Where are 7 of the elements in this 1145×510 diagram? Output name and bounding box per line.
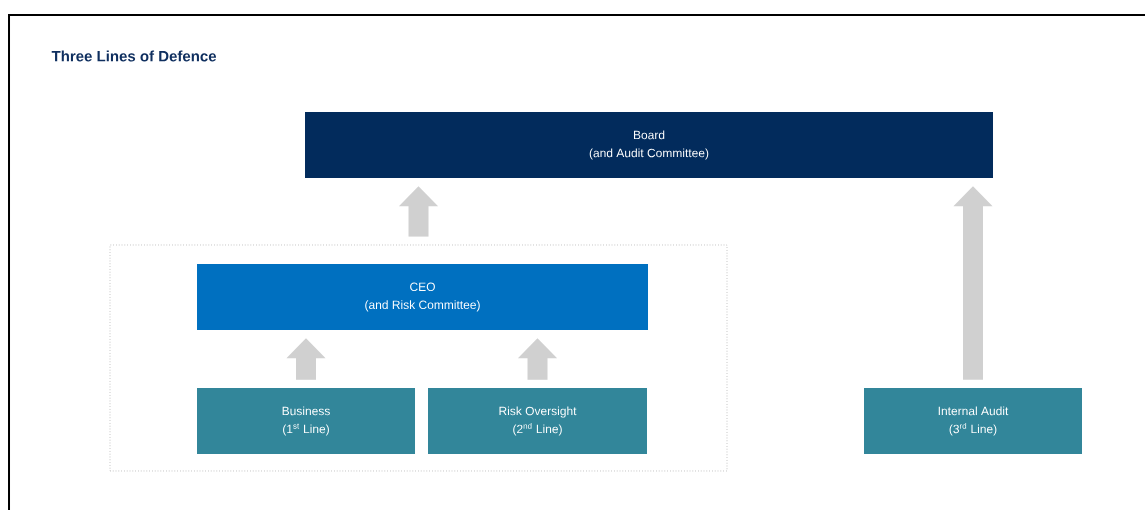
process-box: Risk Oversight (2$^{nd}$ Line): [428, 388, 647, 454]
process-box: Business (1$^{st}$ Line): [197, 388, 415, 454]
process-box: Internal Audit (3$^{rd}$ Line): [864, 388, 1082, 454]
ceo-box: CEO (and Risk Committee): [197, 264, 648, 330]
group-box: [109, 244, 728, 472]
title: Three Lines of Defence: [51, 50, 217, 62]
board-box: Board (and Audit Committee): [305, 112, 993, 178]
